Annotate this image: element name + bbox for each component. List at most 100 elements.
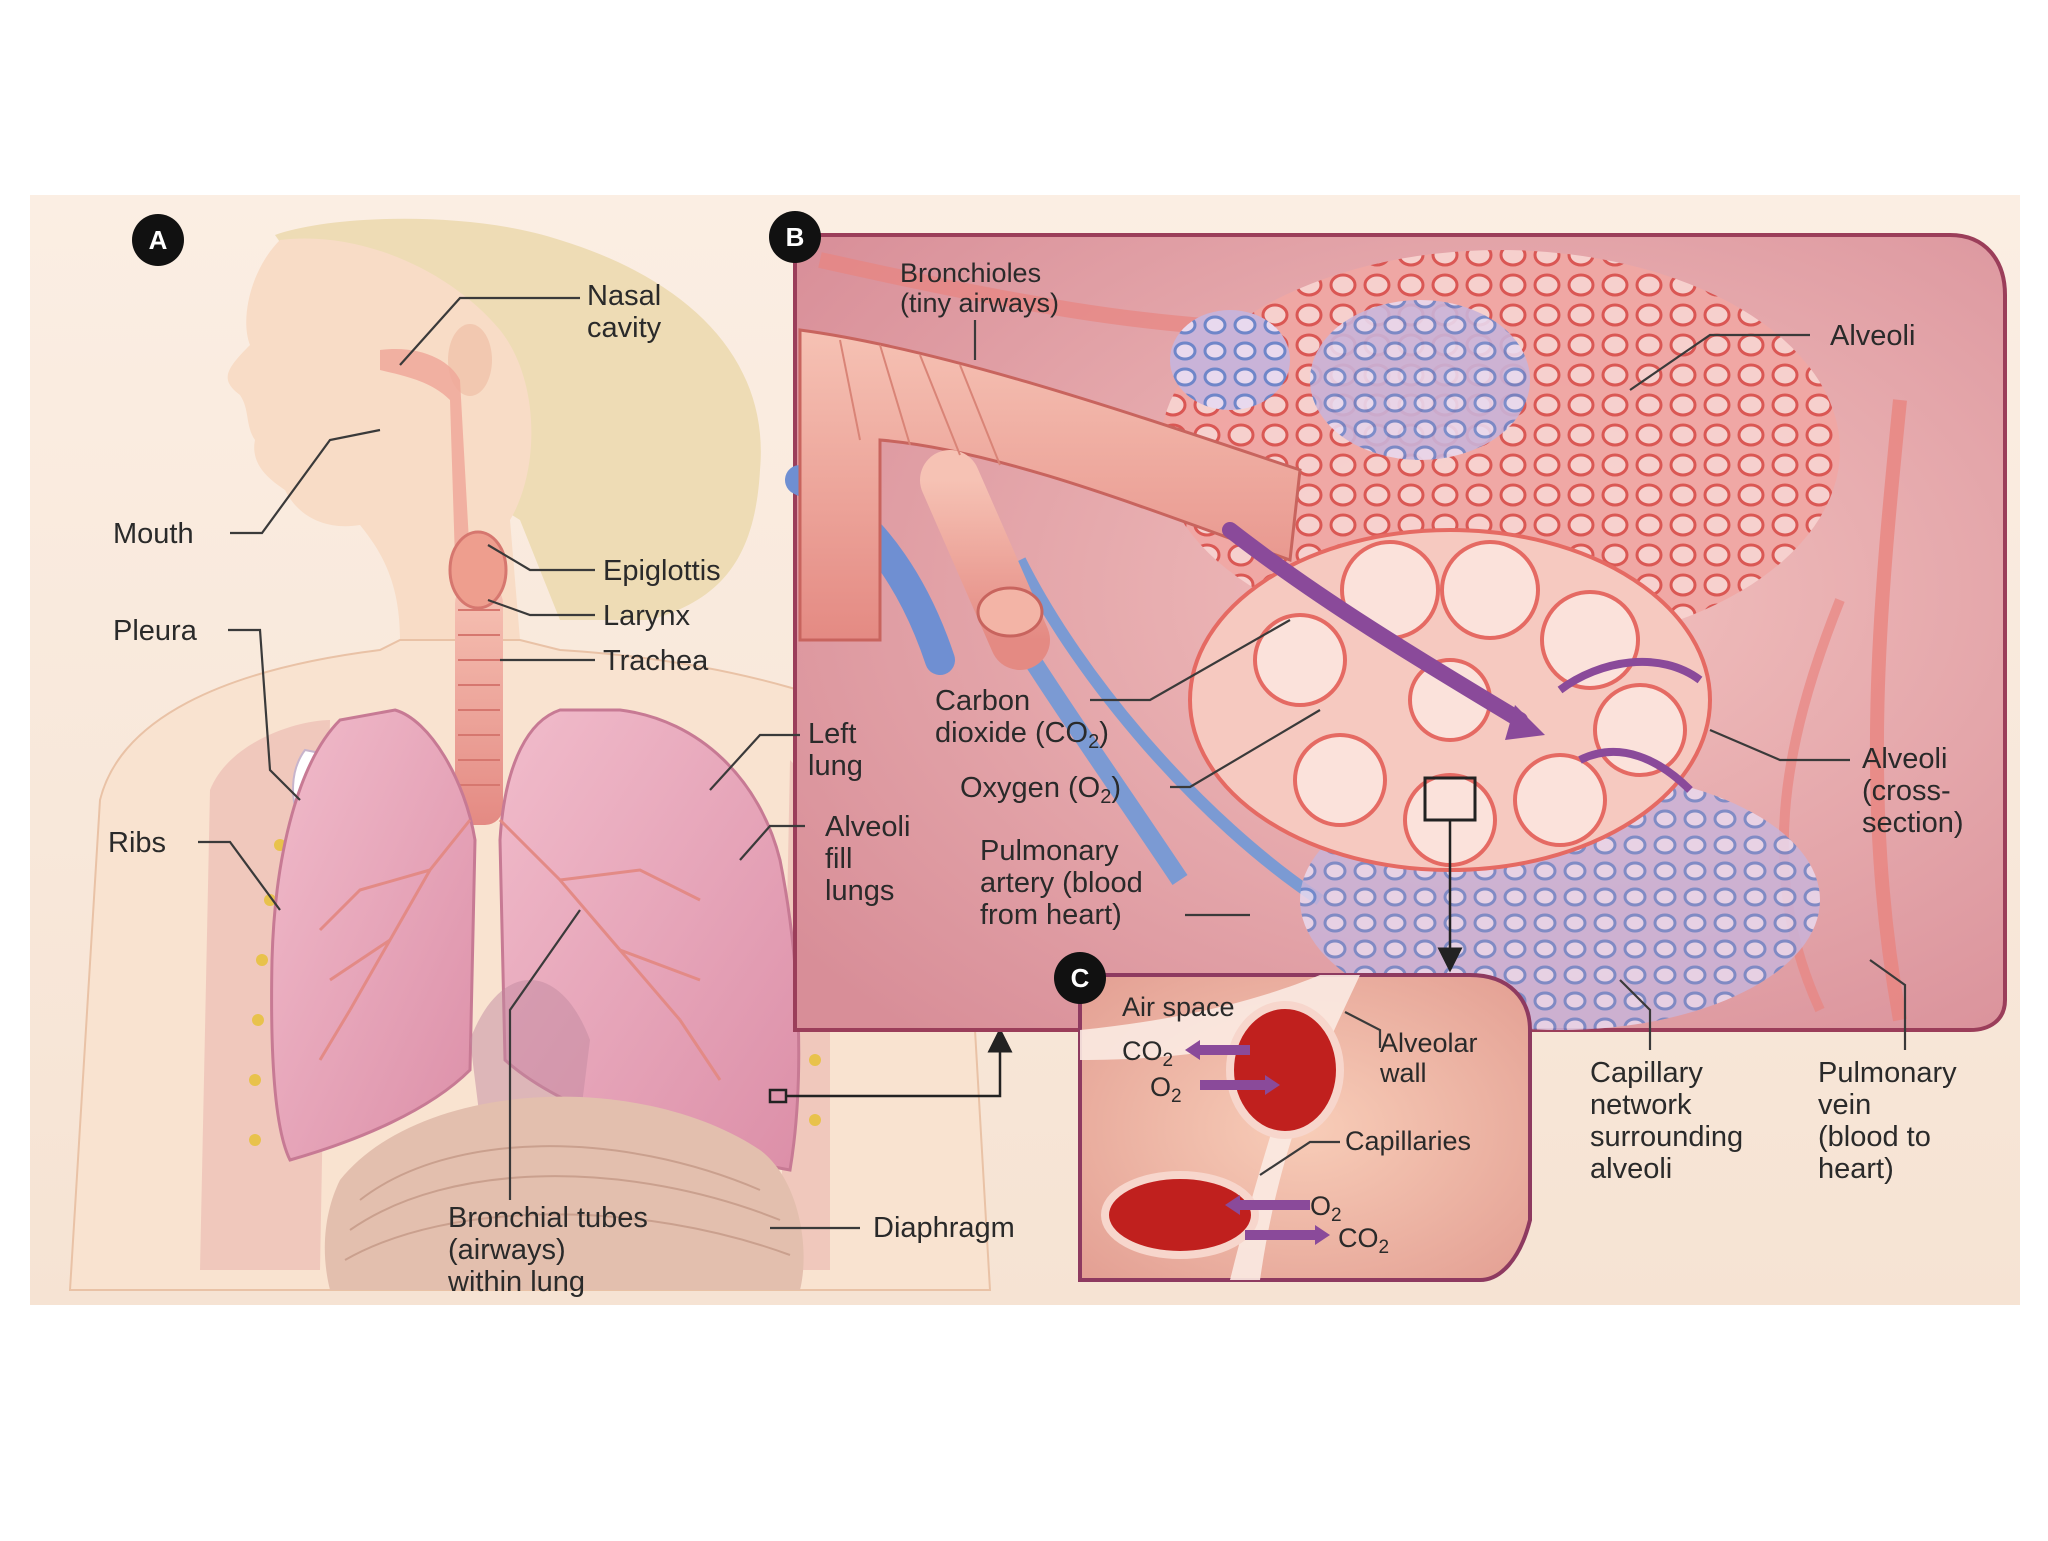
label-cn-l3: surrounding (1590, 1121, 1743, 1153)
label-nasal-cavity-l1: Nasal (587, 280, 661, 312)
label-alveolar-wall: Alveolar wall (1379, 1028, 1478, 1088)
label-cn-l1: Capillary (1590, 1057, 1703, 1089)
label-left-lung: Left lung (808, 718, 863, 782)
label-bronchioles-l2: (tiny airways) (900, 288, 1059, 318)
o2-in-arrowhead (1265, 1075, 1280, 1095)
label-o2-bottom: O2 (1310, 1191, 1342, 1226)
label-acs-l1: Alveoli (1862, 743, 1947, 775)
label-acs-l2: (cross- (1862, 775, 1951, 807)
label-trachea: Trachea (603, 645, 709, 677)
label-co2-top-main: CO (1122, 1036, 1163, 1066)
label-o2-top-sub: 2 (1171, 1086, 1182, 1107)
label-oxygen-close: ) (1111, 772, 1121, 804)
label-alveoli-fill-l3: lungs (825, 875, 894, 907)
label-left-lung-l2: lung (808, 750, 863, 782)
label-bronchioles: Bronchioles (tiny airways) (900, 258, 1059, 318)
badge-a: A (132, 214, 184, 266)
vein-branch (1778, 598, 1845, 1013)
label-alveoli: Alveoli (1830, 320, 1915, 352)
bronchiole-opening (976, 586, 1044, 638)
label-o2-top-main: O (1150, 1072, 1171, 1102)
label-acs-l3: section) (1862, 807, 1964, 839)
label-nasal-cavity: Nasal cavity (587, 280, 662, 344)
label-pleura: Pleura (113, 615, 198, 647)
capillary-bottom (1101, 1171, 1259, 1259)
trachea-shape (455, 585, 503, 825)
badge-a-text: A (149, 225, 168, 255)
air-space-shape (1080, 975, 1360, 1280)
pulmonary-vein-shape (1869, 399, 1907, 1022)
label-left-lung-l1: Left (808, 718, 856, 750)
label-bronchial-l1: Bronchial tubes (448, 1202, 648, 1234)
badge-b: B (769, 211, 821, 263)
label-nasal-cavity-l2: cavity (587, 312, 662, 344)
label-co2-l2: dioxide (CO2) (935, 717, 1109, 753)
o2-flow-2 (1578, 748, 1693, 793)
label-air-space: Air space (1122, 992, 1235, 1022)
label-bronchial-l2: (airways) (448, 1234, 566, 1266)
label-co2-l2-sub: 2 (1088, 731, 1099, 753)
badge-c: C (1054, 952, 1106, 1004)
label-capillaries: Capillaries (1345, 1126, 1471, 1156)
label-alveoli-fill-lungs: Alveoli fill lungs (825, 811, 910, 907)
diaphragm-shape (324, 1096, 804, 1290)
label-pa-l1: Pulmonary (980, 835, 1119, 867)
alveoli-cluster-small (1170, 310, 1290, 410)
label-co2-l2-close: ) (1099, 717, 1109, 749)
label-co2-bottom-sub: 2 (1379, 1237, 1390, 1258)
ear (448, 324, 492, 396)
label-o2-top: O2 (1150, 1072, 1182, 1107)
label-o2-bottom-sub: 2 (1331, 1205, 1342, 1226)
co2-flow-arrowhead (1505, 705, 1545, 740)
label-alveoli-cross-section: Alveoli (cross- section) (1862, 743, 1964, 839)
label-bronchial-l3: within lung (447, 1266, 585, 1298)
alveoli-cluster-blue (1310, 300, 1530, 460)
label-co2-top: CO2 (1122, 1036, 1173, 1071)
co2-bottom-arrowhead (1315, 1225, 1330, 1245)
label-larynx: Larynx (603, 600, 691, 632)
right-lung (270, 708, 477, 1162)
badge-c-text: C (1071, 963, 1090, 993)
label-pa-l3: from heart) (980, 899, 1122, 931)
bronchiole-bands (839, 339, 1001, 466)
bronchiole-shape (798, 328, 1302, 642)
label-cn-l4: alveoli (1590, 1153, 1672, 1185)
label-oxygen-sub: 2 (1100, 786, 1111, 808)
label-pulmonary-artery: Pulmonary artery (blood from heart) (980, 835, 1143, 931)
label-capillary-network: Capillary network surrounding alveoli (1590, 1057, 1743, 1185)
label-pulmonary-vein: Pulmonary vein (blood to heart) (1818, 1057, 1957, 1185)
label-aw-l2: wall (1379, 1058, 1427, 1088)
label-alveoli-fill-l2: fill (825, 843, 852, 875)
label-alveoli-fill-l1: Alveoli (825, 811, 910, 843)
o2-bottom-arrowhead (1225, 1195, 1240, 1215)
capillary-top (1226, 1001, 1344, 1139)
label-pv-l2: vein (1818, 1089, 1871, 1121)
panel-c-gas-exchange (1078, 973, 1532, 1282)
label-carbon-dioxide: Carbon dioxide (CO2) (935, 685, 1109, 753)
label-bronchioles-l1: Bronchioles (900, 258, 1041, 288)
label-pa-l2: artery (blood (980, 867, 1143, 899)
label-co2-top-sub: 2 (1163, 1050, 1174, 1071)
label-co2-l2-main: dioxide (CO (935, 717, 1088, 749)
panel-b-alveoli (785, 233, 2007, 1032)
label-oxygen: Oxygen (O2) (960, 772, 1121, 808)
label-co2-l1: Carbon (935, 685, 1030, 717)
label-epiglottis: Epiglottis (603, 555, 721, 587)
diaphragm-texture (344, 1145, 791, 1261)
label-diaphragm: Diaphragm (873, 1212, 1015, 1244)
label-aw-l1: Alveolar (1380, 1028, 1478, 1058)
artery-branch-2 (1014, 557, 1324, 905)
larynx-shape (448, 530, 508, 610)
label-oxygen-main: Oxygen (O (960, 772, 1100, 804)
label-mouth: Mouth (113, 518, 194, 550)
co2-out-arrowhead (1185, 1040, 1200, 1060)
co2-flow-arrow (1222, 522, 1528, 728)
o2-flow-1 (1557, 657, 1703, 694)
label-o2-bottom-main: O (1310, 1191, 1331, 1221)
zoom-connector-a (786, 1027, 1013, 1098)
label-bronchial-tubes: Bronchial tubes (airways) within lung (447, 1202, 648, 1298)
label-pv-l1: Pulmonary (1818, 1057, 1957, 1089)
label-co2-bottom-main: CO (1338, 1223, 1379, 1253)
label-pv-l4: heart) (1818, 1153, 1894, 1185)
